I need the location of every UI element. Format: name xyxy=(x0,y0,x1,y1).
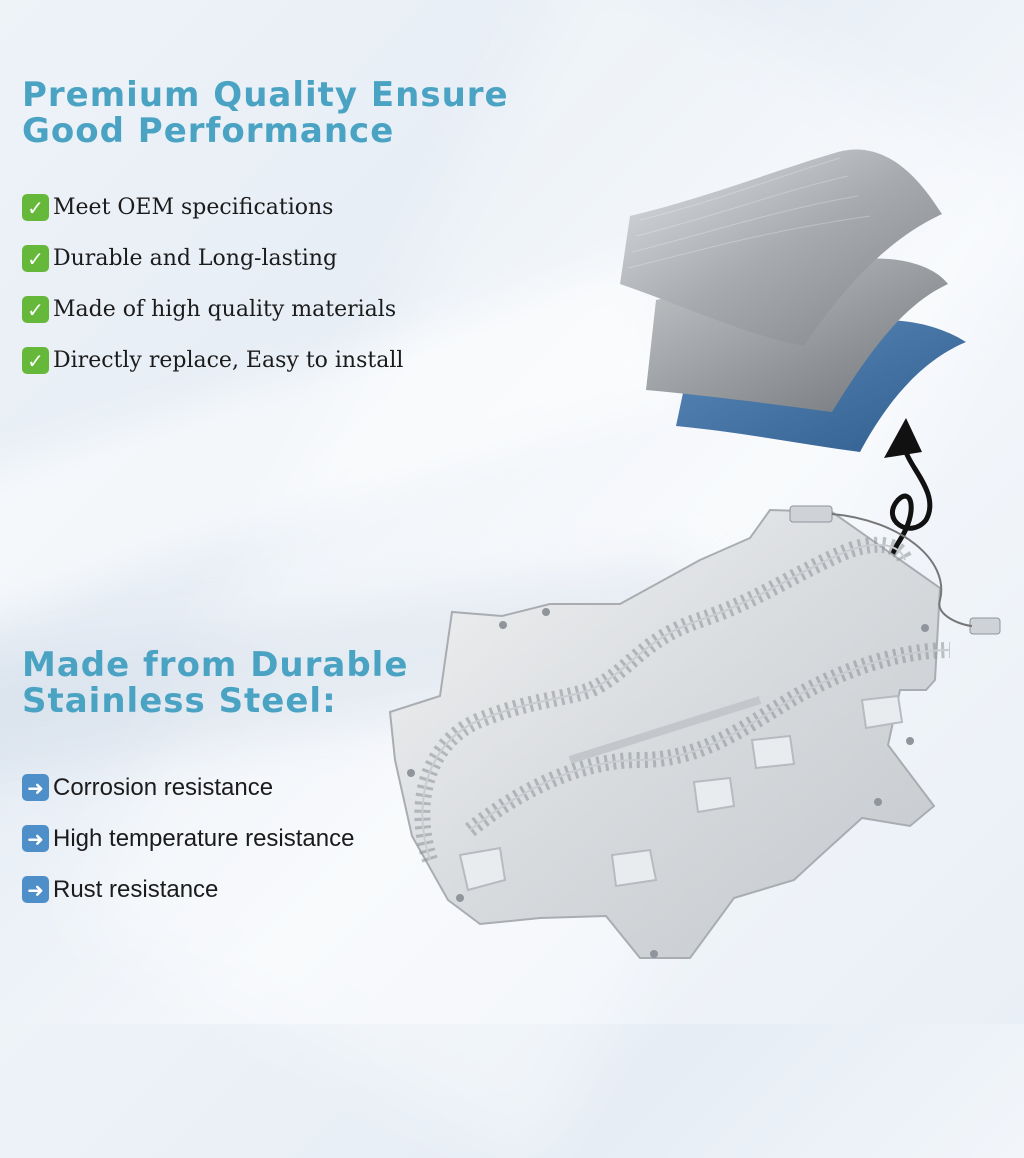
check-mark-icon: ✓ xyxy=(22,296,49,323)
feature-text: Durable and Long-lasting xyxy=(53,246,338,271)
headline-line: Premium Quality Ensure xyxy=(22,75,509,115)
heating-coils xyxy=(414,536,951,863)
right-arrow-icon: ➜ xyxy=(22,825,49,852)
property-item: ➜ Corrosion resistance xyxy=(22,762,354,813)
property-item: ➜ Rust resistance xyxy=(22,864,354,915)
terminal-connectors xyxy=(789,505,1001,635)
feature-item: ✓ Meet OEM specifications xyxy=(22,182,403,233)
heating-element-illustration xyxy=(388,149,1001,959)
right-arrow-icon: ➜ xyxy=(22,876,49,903)
feature-text: Directly replace, Easy to install xyxy=(53,348,404,373)
check-mark-icon: ✓ xyxy=(22,245,49,272)
feature-text: Made of high quality materials xyxy=(53,297,397,322)
feature-item: ✓ Made of high quality materials xyxy=(22,284,403,335)
property-list: ➜ Corrosion resistance ➜ High temperatur… xyxy=(22,762,354,915)
layer-brushed xyxy=(620,149,942,346)
check-mark-icon: ✓ xyxy=(22,194,49,221)
feature-item: ✓ Directly replace, Easy to install xyxy=(22,335,403,386)
property-text: High temperature resistance xyxy=(53,824,355,852)
material-layers xyxy=(620,149,966,452)
right-arrow-icon: ➜ xyxy=(22,774,49,801)
feature-item: ✓ Durable and Long-lasting xyxy=(22,233,403,284)
feature-text: Meet OEM specifications xyxy=(53,195,334,220)
headline-stainless-steel: Made from Durable Stainless Steel: xyxy=(22,645,409,721)
property-text: Rust resistance xyxy=(53,875,219,903)
headline-premium-quality: Premium Quality Ensure Good Performance xyxy=(22,75,509,151)
headline-line: Good Performance xyxy=(22,110,395,151)
check-mark-icon: ✓ xyxy=(22,347,49,374)
headline-line: Stainless Steel: xyxy=(22,680,337,721)
property-item: ➜ High temperature resistance xyxy=(22,813,354,864)
headline-line: Made from Durable xyxy=(22,645,409,685)
plate-cutouts xyxy=(458,694,904,892)
mounting-holes xyxy=(407,608,929,958)
property-text: Corrosion resistance xyxy=(53,773,274,801)
feature-list: ✓ Meet OEM specifications ✓ Durable and … xyxy=(22,182,403,386)
